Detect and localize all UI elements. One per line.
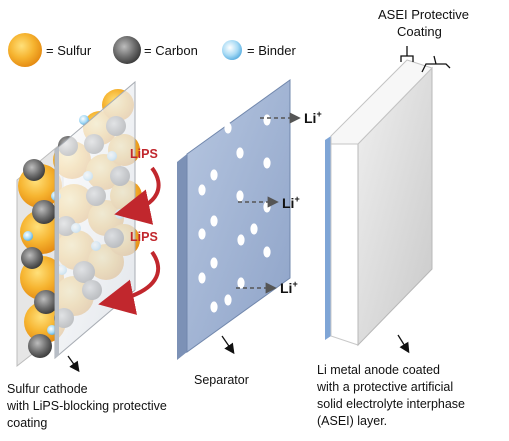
anode-caption-line: (ASEI) layer.: [317, 414, 387, 428]
binder-legend-icon: [222, 40, 242, 60]
separator-pore: [198, 272, 206, 284]
separator-caption: Separator: [194, 373, 249, 387]
cathode-caption-line: with LiPS-blocking protective: [6, 399, 167, 413]
separator-pore: [237, 277, 245, 289]
anode-caption-line: Li metal anode coated: [317, 363, 440, 377]
lips-label-upper: LiPS: [130, 147, 158, 161]
separator: [177, 79, 291, 360]
anode-caption-line: with a protective artificial: [316, 380, 453, 394]
sulfur-cathode: LiPS LiPS: [16, 80, 161, 368]
separator-pore: [224, 122, 232, 134]
binder-legend-label: = Binder: [247, 43, 296, 58]
separator-pores: [198, 114, 271, 313]
carbon-particle: [34, 290, 58, 314]
lips-blocked-arrow-upper: [114, 166, 161, 225]
asei-brace-large: [421, 55, 451, 73]
cathode-caption-line: Sulfur cathode: [7, 382, 88, 396]
asei-label-line2: Coating: [397, 24, 442, 39]
li-ion-label: Li+: [282, 194, 300, 211]
separator-edge: [177, 154, 187, 360]
separator-pore: [236, 147, 244, 159]
lips-blocking-layer: [54, 80, 136, 360]
cathode-caption-line: coating: [7, 416, 47, 430]
carbon-legend-label: = Carbon: [144, 43, 198, 58]
lips-label-lower: LiPS: [130, 230, 158, 244]
separator-pore: [198, 228, 206, 240]
separator-pore: [198, 184, 206, 196]
asei-brace-small: [400, 46, 414, 62]
carbon-particle: [23, 159, 45, 181]
separator-pore: [263, 157, 271, 169]
anode-caption-line: solid electrolyte interphase: [317, 397, 465, 411]
carbon-particle: [32, 200, 56, 224]
lips-blocked-arrow-lower: [98, 250, 161, 315]
legend: = Sulfur = Carbon = Binder: [8, 33, 296, 67]
anode-caption: Li metal anode coated with a protective …: [316, 363, 465, 428]
separator-face: [186, 79, 291, 353]
separator-caption-line: Separator: [194, 373, 249, 387]
sulfur-particle: [20, 210, 64, 254]
li-metal-anode: [325, 59, 433, 347]
li-ion-transport: Li+ Li+ Li+: [236, 109, 322, 296]
carbon-legend-icon: [113, 36, 141, 64]
separator-pore: [210, 301, 218, 313]
asei-annotation: ASEI Protective Coating: [378, 7, 469, 73]
li-ion-label: Li+: [280, 279, 298, 296]
lips-blocking-layer-edge: [55, 147, 59, 358]
cathode-caption: Sulfur cathode with LiPS-blocking protec…: [6, 382, 167, 430]
separator-pore: [237, 234, 245, 246]
binder-particle: [23, 231, 33, 241]
separator-pointer-arrow: [221, 335, 235, 355]
separator-pore: [263, 246, 271, 258]
sulfur-legend-label: = Sulfur: [46, 43, 92, 58]
cathode-pointer-arrow: [67, 355, 80, 373]
separator-pore: [250, 223, 258, 235]
separator-pore: [210, 169, 218, 181]
separator-pore: [263, 201, 271, 213]
separator-pore: [263, 114, 271, 126]
anode-side: [330, 143, 359, 346]
sulfur-legend-icon: [8, 33, 42, 67]
separator-pore: [236, 190, 244, 202]
asei-label-line1: ASEI Protective: [378, 7, 469, 22]
binder-particle: [79, 115, 89, 125]
asei-coating-side: [325, 136, 331, 340]
carbon-particle: [21, 247, 43, 269]
carbon-particle: [28, 334, 52, 358]
separator-pore: [210, 215, 218, 227]
anode-top: [330, 59, 433, 145]
anode-pointer-arrow: [397, 334, 410, 354]
separator-pore: [224, 294, 232, 306]
separator-pore: [210, 257, 218, 269]
li-ion-label: Li+: [304, 109, 322, 126]
